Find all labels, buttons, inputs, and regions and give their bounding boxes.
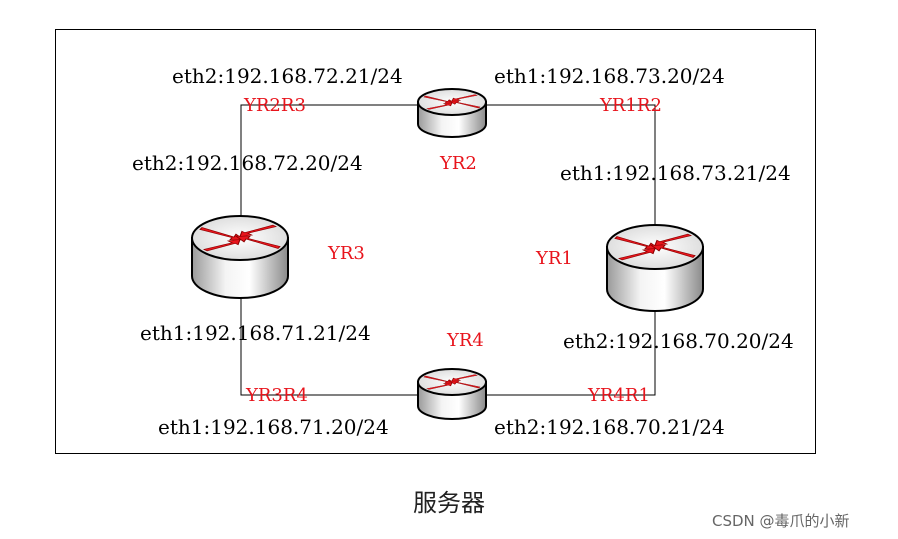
diagram-frame (55, 29, 816, 454)
yr4-eth1-label: eth1:192.168.71.20/24 (158, 415, 389, 439)
yr1-eth2-label: eth2:192.168.70.20/24 (563, 329, 794, 353)
router-name-yr1: YR1 (536, 248, 573, 269)
router-yr1-icon[interactable] (606, 224, 704, 312)
router-yr3-icon[interactable] (191, 215, 289, 299)
yr2-eth2-label: eth2:192.168.72.21/24 (172, 64, 403, 88)
link-yr3-yr4 (240, 300, 418, 396)
yr1-eth1-label: eth1:192.168.73.21/24 (560, 161, 791, 185)
watermark: CSDN @毒爪的小新 (712, 512, 850, 530)
link-label-yr3r4: YR3R4 (246, 385, 308, 406)
yr3-eth2-label: eth2:192.168.72.20/24 (132, 151, 363, 175)
router-yr2-icon[interactable] (417, 88, 487, 138)
router-yr4-icon[interactable] (417, 368, 487, 420)
link-label-yr1r2: YR1R2 (600, 95, 662, 116)
link-label-yr4r1: YR4R1 (588, 385, 650, 406)
diagram-caption: 服务器 (413, 489, 485, 517)
yr3-eth1-label: eth1:192.168.71.21/24 (140, 321, 371, 345)
router-name-yr4: YR4 (447, 330, 484, 351)
yr4-eth2-label: eth2:192.168.70.21/24 (494, 415, 725, 439)
router-name-yr2: YR2 (440, 153, 477, 174)
link-yr4-yr1 (486, 300, 656, 396)
link-label-yr2r3: YR2R3 (244, 95, 306, 116)
router-name-yr3: YR3 (328, 243, 365, 264)
yr2-eth1-label: eth1:192.168.73.20/24 (494, 64, 725, 88)
